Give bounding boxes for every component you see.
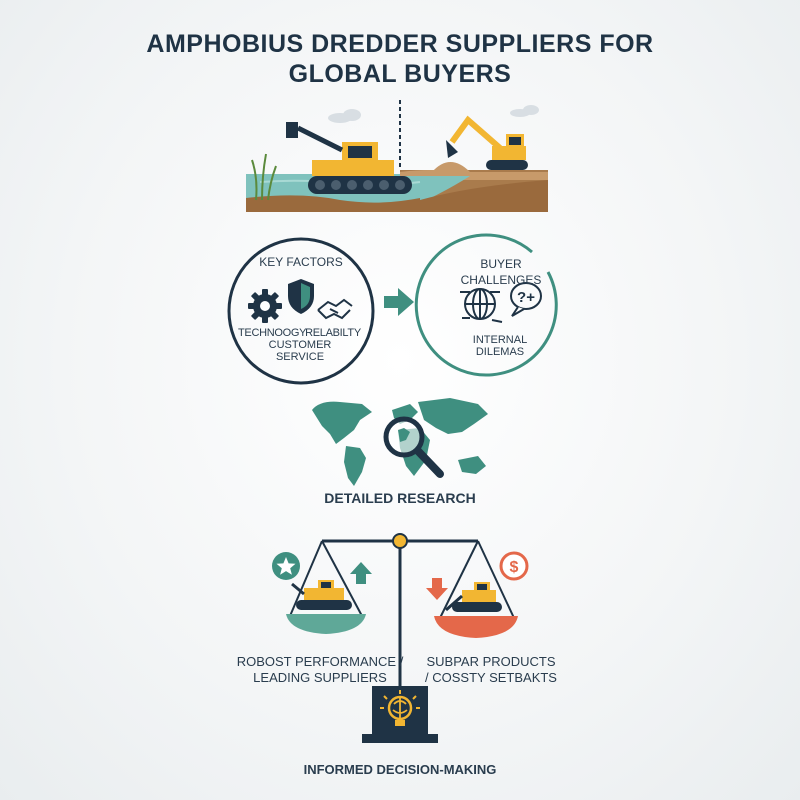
page-title-line-2: GLOBAL BUYERS	[288, 60, 512, 88]
globe-icon	[460, 288, 503, 323]
svg-text:?+: ?+	[517, 289, 535, 306]
reliability-label: RELABILTY	[305, 327, 361, 339]
left-outcome-label-2: LEADING SUPPLIERS	[253, 670, 387, 685]
gear-icon	[248, 289, 282, 323]
reeds-icon	[251, 153, 277, 201]
internal-dilemmas-label-1: INTERNAL	[472, 334, 528, 346]
brain-bulb-icon	[380, 690, 420, 726]
magnifier-icon	[383, 416, 444, 478]
arrow-up-icon	[350, 562, 372, 584]
customer-service-label-2: SERVICE	[275, 351, 325, 363]
buyer-challenges-heading: BUYER CHALLENGES	[460, 257, 542, 287]
arrow-down-icon	[426, 578, 448, 600]
right-outcome-label-1: SUBPAR PRODUCTS	[426, 654, 556, 669]
right-outcome-label-2: / COSSTY SETBAKTS	[425, 670, 557, 685]
amphibious-dredger-icon	[291, 580, 352, 610]
svg-text:$: $	[510, 559, 519, 576]
excavator-icon	[445, 582, 502, 612]
page-title-line-1: AMPHOBIUS DREDDER SUPPLIERS FOR	[146, 30, 654, 58]
star-icon	[272, 552, 300, 580]
detailed-research-label: DETAILED RESEARCH	[324, 490, 476, 506]
shield-icon	[288, 279, 314, 314]
customer-service-label-1: CUSTOMER	[268, 339, 332, 351]
cloud-icon	[328, 105, 539, 123]
left-outcome-label-1: ROBOST PERFORMANCE /	[236, 654, 404, 669]
internal-dilemmas-label-2: DILEMAS	[475, 346, 525, 358]
excavator-icon	[432, 115, 528, 172]
dollar-icon: $	[499, 551, 529, 581]
key-factors-heading: KEY FACTORS	[259, 255, 343, 269]
technology-label: TECHNOOGY	[238, 327, 307, 339]
decision-label: INFORMED DECISION-MAKING	[303, 762, 497, 777]
handshake-icon	[317, 298, 353, 320]
amphibious-dredger-icon	[286, 122, 412, 194]
